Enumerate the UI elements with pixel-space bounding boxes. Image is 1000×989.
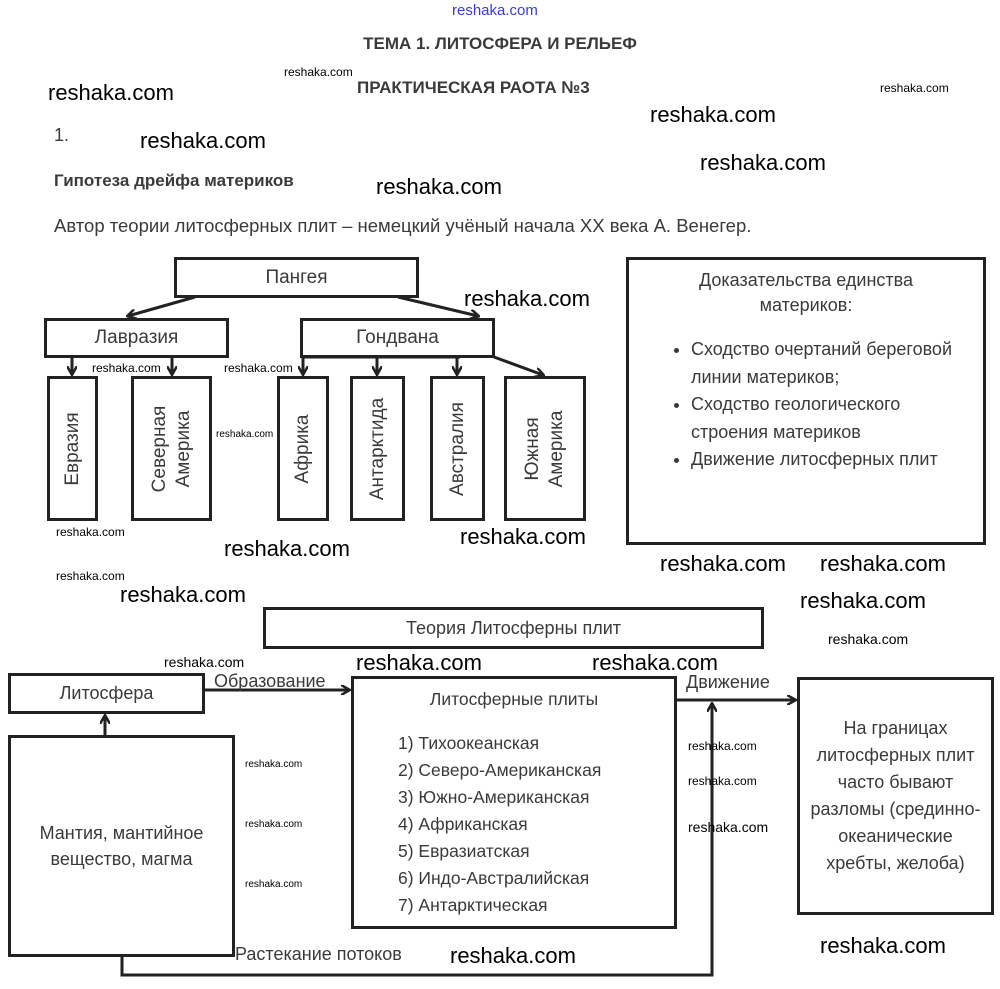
antarctica-box: Антарктида: [350, 376, 405, 521]
watermark: reshaka.com: [224, 361, 293, 375]
watermark: reshaka.com: [820, 933, 946, 958]
plate-item: 1) Тихоокеанская: [398, 733, 540, 753]
author-line: Автор теории литосферных плит – немецкий…: [54, 215, 752, 236]
plate-item: 7) Антарктическая: [398, 895, 548, 915]
theory-title-box: Теория Литосферны плит: [263, 607, 764, 649]
antarctica-label: Антарктида: [366, 397, 388, 500]
plates-title: Литосферные плиты: [429, 689, 599, 709]
arrow-pangea-gondwana: [397, 295, 478, 316]
watermark: reshaka.com: [140, 128, 266, 153]
watermark: reshaka.com: [464, 286, 590, 311]
mantle-box: Мантия, мантийное вещество, магма: [8, 735, 235, 957]
laurasia-box: Лавразия: [44, 318, 229, 358]
pangea-box: Пангея: [174, 257, 419, 298]
gondwana-box: Гондвана: [300, 318, 495, 358]
evidence-box: Доказательства единства материков: Сходс…: [626, 257, 986, 545]
plate-item: 6) Индо-Австралийская: [398, 868, 590, 888]
australia-label: Австралия: [446, 401, 468, 496]
evidence-item: Сходство геологического строения материк…: [691, 391, 969, 446]
watermark: reshaka.com: [120, 582, 246, 607]
spreading-line: [120, 704, 712, 977]
watermark: reshaka.com: [828, 631, 909, 647]
south-america-label: Южная Америка: [522, 410, 567, 487]
australia-box: Австралия: [430, 376, 485, 521]
watermark: reshaka.com: [356, 650, 482, 675]
plate-item: 4) Африканская: [398, 814, 528, 834]
watermark: reshaka.com: [688, 739, 757, 753]
watermark: reshaka.com: [92, 361, 161, 375]
evidence-item: Сходство очертаний береговой линии матер…: [691, 336, 969, 391]
evidence-item: Движение литосферных плит: [691, 446, 969, 474]
watermark: reshaka.com: [688, 819, 769, 835]
arrow-pangea-laurasia: [128, 295, 196, 316]
plate-item: 3) Южно-Американская: [398, 787, 590, 807]
plate-item: 5) Евразиатская: [398, 841, 530, 861]
watermark: reshaka.com: [800, 588, 926, 613]
watermark: reshaka.com: [660, 551, 786, 576]
watermark: reshaka.com: [245, 879, 303, 890]
plate-item: 2) Северо-Американская: [398, 760, 602, 780]
page-title: ТЕМА 1. ЛИТОСФЕРА И РЕЛЬЕФ: [363, 34, 637, 53]
plates-list: 1) Тихоокеанская 2) Северо-Американская …: [354, 730, 674, 919]
north-america-box: Северная Америка: [131, 376, 212, 521]
practical-work-title: ПРАКТИЧЕСКАЯ РАОТА №3: [357, 78, 590, 97]
eurasia-box: Евразия: [47, 376, 98, 521]
watermark: reshaka.com: [460, 524, 586, 549]
watermark: reshaka.com: [48, 80, 174, 105]
evidence-list: Сходство очертаний береговой линии матер…: [643, 336, 969, 474]
watermark: reshaka.com: [592, 650, 718, 675]
spreading-label: Растекание потоков: [235, 944, 402, 964]
watermark: reshaka.com: [650, 102, 776, 127]
watermark: reshaka.com: [820, 551, 946, 576]
section-heading: Гипотеза дрейфа материков: [54, 171, 294, 190]
formation-label: Образование: [214, 671, 326, 691]
watermark: reshaka.com: [216, 429, 274, 440]
task-number: 1.: [54, 125, 70, 145]
watermark: reshaka.com: [56, 569, 125, 583]
watermark: reshaka.com: [245, 759, 303, 770]
watermark: reshaka.com: [164, 654, 245, 670]
lithosphere-box: Литосфера: [8, 673, 205, 714]
eurasia-label: Евразия: [61, 411, 83, 486]
watermark: reshaka.com: [880, 81, 949, 95]
watermark: reshaka.com: [245, 819, 303, 830]
watermark: reshaka.com: [376, 174, 502, 199]
watermark: reshaka.com: [452, 2, 538, 19]
watermark: reshaka.com: [284, 65, 353, 79]
watermark: reshaka.com: [224, 536, 350, 561]
africa-box: Африка: [277, 376, 329, 521]
watermark: reshaka.com: [450, 943, 576, 968]
evidence-title: Доказательства единства материков:: [698, 270, 914, 315]
arrow-south-america: [493, 355, 543, 375]
watermark: reshaka.com: [56, 525, 125, 539]
africa-label: Африка: [292, 414, 313, 483]
south-america-box: Южная Америка: [504, 376, 586, 521]
movement-label: Движение: [686, 672, 770, 692]
watermark: reshaka.com: [700, 150, 826, 175]
watermark: reshaka.com: [688, 774, 757, 788]
plates-box: Литосферные плиты 1) Тихоокеанская 2) Се…: [351, 676, 677, 929]
north-america-label: Северная Америка: [148, 405, 194, 492]
boundaries-box: На границах литосферных плит часто бываю…: [797, 677, 994, 915]
